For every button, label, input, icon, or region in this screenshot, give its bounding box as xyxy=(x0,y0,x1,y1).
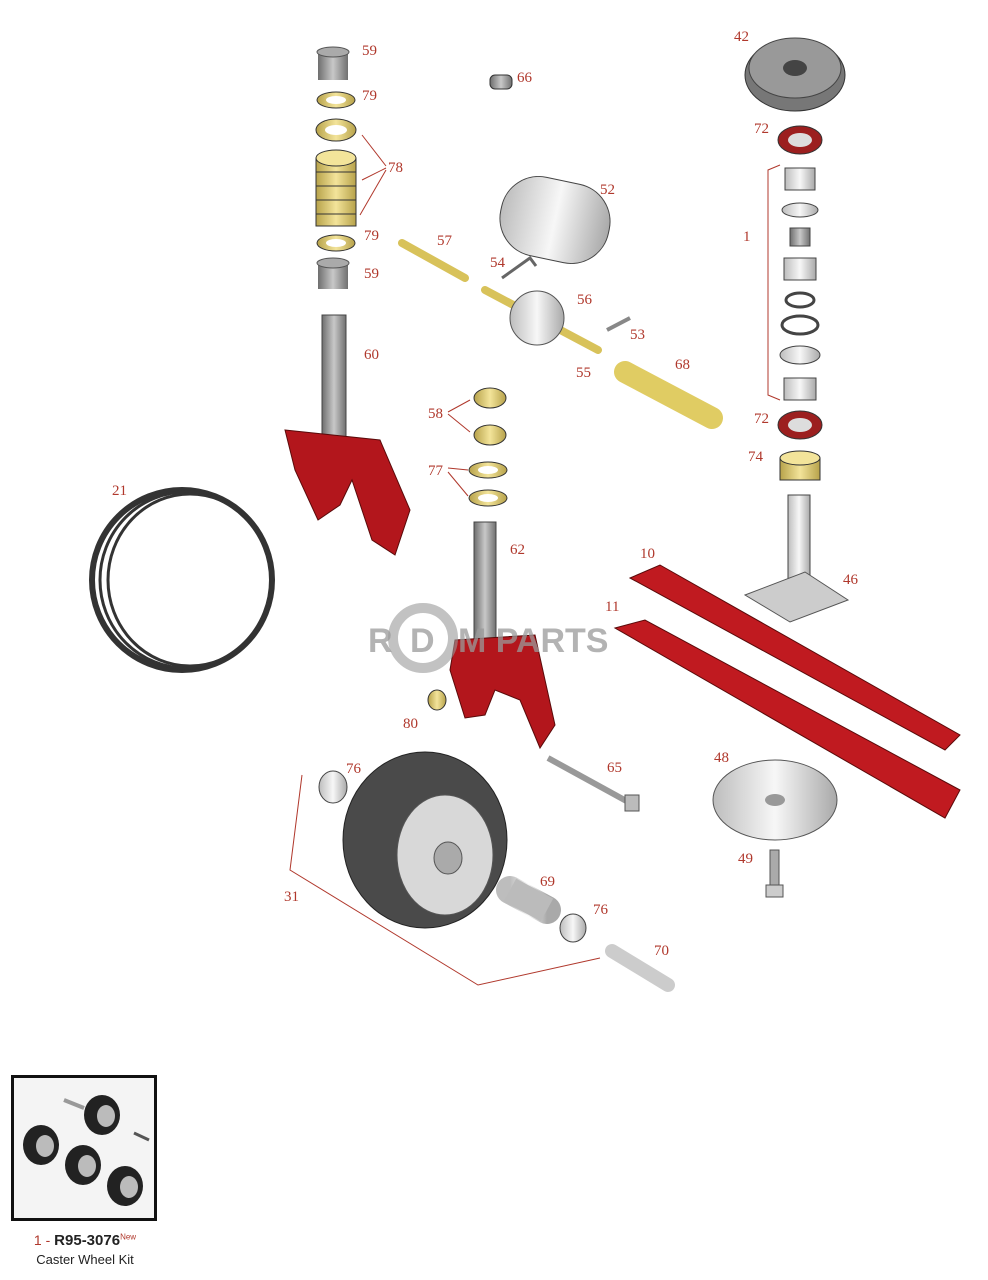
callout-1: 1 xyxy=(743,229,751,245)
callout-56: 56 xyxy=(577,292,593,308)
bolt-49 xyxy=(765,849,784,898)
bearing-76b xyxy=(559,913,587,943)
kit-part-label: 1 - R95-3076New xyxy=(0,1232,170,1249)
caster-fork-62 xyxy=(449,521,556,750)
callout-31: 31 xyxy=(284,889,299,905)
callout-65: 65 xyxy=(607,760,622,776)
callout-76: 76 xyxy=(346,761,362,777)
axle-70 xyxy=(605,944,675,992)
callout-69: 69 xyxy=(540,874,555,890)
washers-77 xyxy=(468,461,508,507)
nut-80 xyxy=(427,689,447,711)
spindle-46 xyxy=(743,494,850,623)
callout-59: 59 xyxy=(362,43,377,59)
ball-56 xyxy=(509,290,565,346)
kit-wheels-icon xyxy=(23,1095,150,1206)
svg-text:R: R xyxy=(368,622,393,660)
callout-72: 72 xyxy=(754,411,769,427)
callout-54: 54 xyxy=(490,255,506,271)
callout-labels: 59 79 78 79 59 66 52 57 54 56 53 55 68 6… xyxy=(112,29,859,959)
kit-1-bracket xyxy=(767,164,781,401)
bearing-74 xyxy=(779,450,821,481)
callout-48: 48 xyxy=(714,750,729,766)
callout-78: 78 xyxy=(388,160,403,176)
callout-72: 72 xyxy=(754,121,769,137)
callout-55: 55 xyxy=(576,365,591,381)
kit-name: Caster Wheel Kit xyxy=(36,1252,134,1267)
callout-49: 49 xyxy=(738,851,753,867)
callout-42: 42 xyxy=(734,29,749,45)
callout-68: 68 xyxy=(675,357,690,373)
spacers-58 xyxy=(473,387,507,446)
callout-77: 77 xyxy=(428,463,444,479)
callout-74: 74 xyxy=(748,449,764,465)
belt-21 xyxy=(89,487,275,673)
pulley-42 xyxy=(744,37,846,112)
bolt-65 xyxy=(546,755,640,812)
bearing-kit-1 xyxy=(779,167,821,401)
bushing-59-top xyxy=(316,46,350,80)
callout-11: 11 xyxy=(605,599,619,615)
washer-79-top xyxy=(316,91,356,109)
callout-58: 58 xyxy=(428,406,443,422)
cover-48 xyxy=(712,759,838,841)
seal-72-bottom xyxy=(777,410,823,440)
rdm-parts-watermark: R D M PARTS xyxy=(368,603,608,673)
caster-fork-60 xyxy=(284,314,411,556)
callout-21: 21 xyxy=(112,483,127,499)
callout-79: 79 xyxy=(362,88,377,104)
washer-79-bottom xyxy=(316,234,356,252)
cylinder-52 xyxy=(499,176,611,264)
caster-wheel-kit-image xyxy=(11,1075,157,1221)
callout-53: 53 xyxy=(630,327,645,343)
callout-52: 52 xyxy=(600,182,615,198)
kit-new-badge: New xyxy=(120,1232,137,1242)
kit-31-bracket xyxy=(289,774,601,986)
clip-66 xyxy=(489,74,513,90)
callout-66: 66 xyxy=(517,70,533,86)
callout-10: 10 xyxy=(640,546,655,562)
blade-11 xyxy=(613,619,961,819)
callout-46: 46 xyxy=(843,572,859,588)
pin-57 xyxy=(398,239,469,282)
callout-59: 59 xyxy=(364,266,379,282)
callout-60: 60 xyxy=(364,347,379,363)
spacer-69 xyxy=(496,876,561,924)
svg-text:M PARTS: M PARTS xyxy=(458,622,608,660)
callout-79: 79 xyxy=(364,228,379,244)
kit-part-number: R95-3076 xyxy=(54,1232,121,1249)
bushing-59-bottom xyxy=(316,257,350,289)
callout-80: 80 xyxy=(403,716,418,732)
key-54 xyxy=(501,255,538,280)
bearing-76a xyxy=(318,770,348,804)
wheel-31 xyxy=(342,751,508,929)
callout-70: 70 xyxy=(654,943,669,959)
svg-text:D: D xyxy=(410,622,435,660)
callout-62: 62 xyxy=(510,542,525,558)
kit-quantity: 1 xyxy=(33,1232,42,1248)
screw-53 xyxy=(606,316,631,332)
callout-57: 57 xyxy=(437,233,453,249)
blade-10 xyxy=(628,564,961,751)
pin-68 xyxy=(614,361,723,429)
spring-washers-78 xyxy=(315,118,357,227)
kit-separator: - xyxy=(41,1232,55,1248)
seal-72-top xyxy=(777,125,823,155)
callout-76: 76 xyxy=(593,902,609,918)
